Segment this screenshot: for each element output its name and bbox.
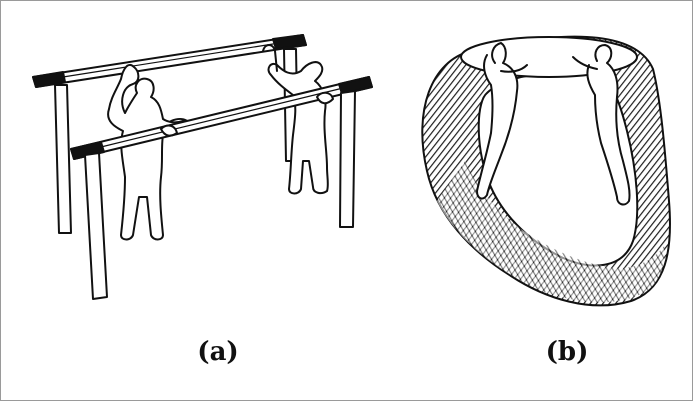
- upper-bar: [33, 35, 306, 87]
- ring-shading: [437, 161, 665, 302]
- panel-b-illustration: [422, 37, 670, 306]
- person-left: [108, 65, 191, 240]
- panel-label-a: (a): [178, 337, 258, 367]
- panel-a-illustration: [33, 35, 372, 299]
- panel-label-b: (b): [527, 337, 607, 367]
